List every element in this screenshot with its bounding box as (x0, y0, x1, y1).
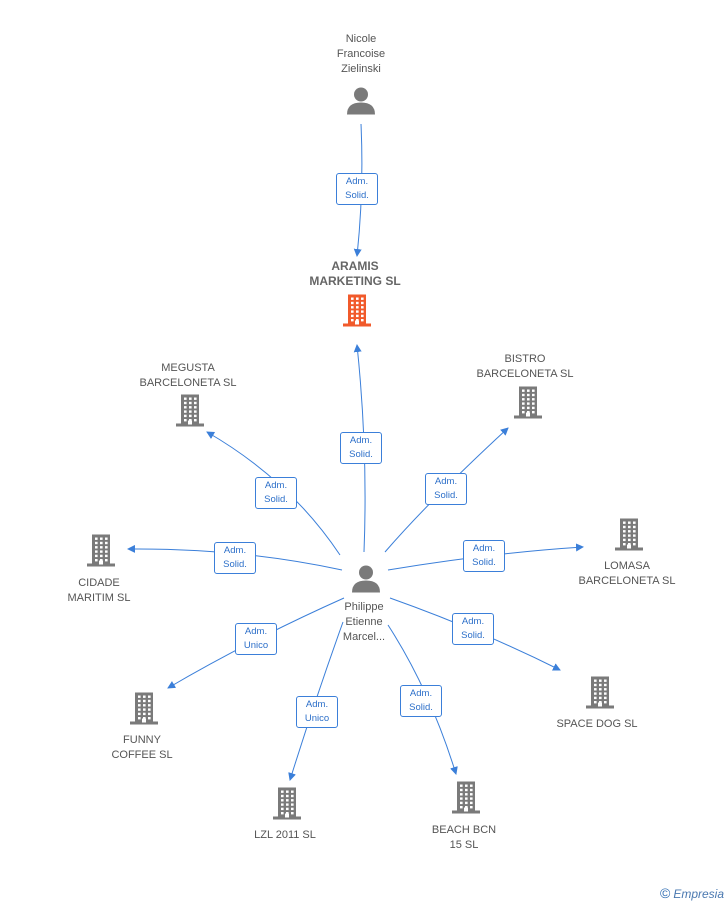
edge-label-philippe-aramis[interactable]: Adm. Solid. (340, 432, 382, 464)
node-label-cidade[interactable]: CIDADE MARITIM SL (67, 577, 131, 604)
building-icon-aramis[interactable] (342, 294, 372, 333)
node-label-funny[interactable]: FUNNY COFFEE SL (111, 734, 173, 761)
building-icon-lzl[interactable] (272, 787, 302, 826)
edge-label-philippe-megusta[interactable]: Adm. Solid. (255, 477, 297, 509)
node-label-lomasa[interactable]: LOMASA BARCELONETA SL (578, 560, 676, 587)
edge-label-philippe-bistro[interactable]: Adm. Solid. (425, 473, 467, 505)
node-label-nicole[interactable]: Nicole Francoise Zielinski (336, 33, 386, 75)
building-icon-megusta[interactable] (175, 394, 205, 433)
building-icon-bistro[interactable] (513, 386, 543, 425)
node-label-lzl[interactable]: LZL 2011 SL (254, 829, 316, 841)
node-label-bistro[interactable]: BISTRO BARCELONETA SL (476, 353, 574, 380)
brand-name: Empresia (673, 887, 724, 901)
edge-label-philippe-spacedog[interactable]: Adm. Solid. (452, 613, 494, 645)
building-icon-spacedog[interactable] (585, 676, 615, 715)
copyright-icon: © (659, 885, 671, 901)
building-icon-funny[interactable] (129, 692, 159, 731)
person-icon-philippe[interactable] (351, 565, 381, 598)
node-label-aramis[interactable]: ARAMIS MARKETING SL (309, 259, 401, 288)
person-icon-nicole[interactable] (346, 87, 376, 120)
edge-label-philippe-lzl[interactable]: Adm. Unico (296, 696, 338, 728)
building-icon-cidade[interactable] (86, 534, 116, 573)
node-label-spacedog[interactable]: SPACE DOG SL (556, 718, 638, 730)
edge-label-philippe-lomasa[interactable]: Adm. Solid. (463, 540, 505, 572)
node-label-philippe[interactable]: Philippe Etienne Marcel... (342, 601, 386, 643)
node-label-beach[interactable]: BEACH BCN 15 SL (431, 824, 497, 851)
edge-label-nicole-aramis[interactable]: Adm. Solid. (336, 173, 378, 205)
node-label-megusta[interactable]: MEGUSTA BARCELONETA SL (139, 362, 237, 389)
edge-label-philippe-funny[interactable]: Adm. Unico (235, 623, 277, 655)
building-icon-lomasa[interactable] (614, 518, 644, 557)
building-icon-beach[interactable] (451, 781, 481, 820)
edge-label-philippe-beach[interactable]: Adm. Solid. (400, 685, 442, 717)
edge-label-philippe-cidade[interactable]: Adm. Solid. (214, 542, 256, 574)
footer-brand[interactable]: ©Empresia (660, 885, 724, 901)
